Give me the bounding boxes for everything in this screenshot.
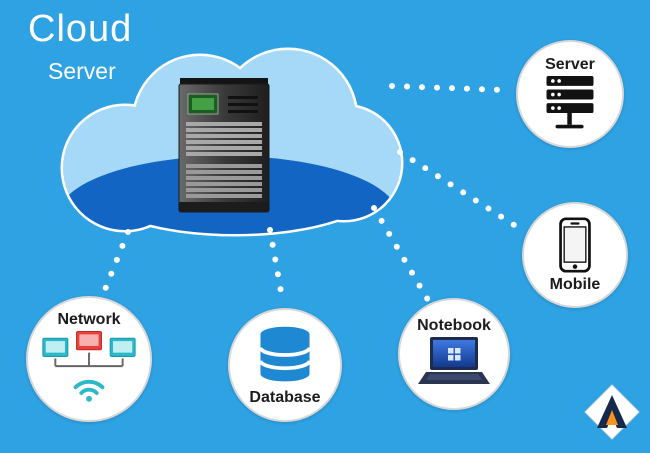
node-notebook-label: Notebook — [417, 316, 491, 334]
node-network-label: Network — [57, 310, 121, 328]
connector-notebook — [371, 205, 431, 303]
monitor-teal-right-icon — [109, 338, 136, 358]
server-rack-icon — [546, 76, 594, 129]
monitor-red-icon — [76, 331, 102, 351]
smartphone-icon — [559, 217, 591, 273]
node-server-label: Server — [545, 55, 595, 73]
connector-network — [101, 229, 131, 295]
diagram-subtitle: Server — [48, 58, 116, 84]
laptop-icon — [418, 337, 490, 385]
connector-database — [267, 227, 286, 306]
monitor-teal-left-icon — [42, 338, 69, 358]
node-network: Network — [26, 296, 152, 422]
node-mobile-label: Mobile — [549, 275, 601, 293]
connector-mobile — [397, 149, 525, 233]
node-server: Server — [516, 40, 624, 148]
wifi-icon — [73, 380, 105, 402]
brand-logo-diamond — [584, 384, 640, 440]
connector-server — [389, 83, 507, 93]
node-notebook: Notebook — [398, 298, 510, 410]
diagram-title: Cloud — [28, 8, 133, 50]
node-mobile: Mobile — [522, 202, 628, 308]
network-computers-icon — [42, 331, 136, 402]
node-database-label: Database — [249, 388, 321, 406]
node-database: Database — [228, 308, 342, 422]
server-tower-icon — [178, 78, 270, 213]
database-cylinder-icon — [258, 326, 312, 382]
